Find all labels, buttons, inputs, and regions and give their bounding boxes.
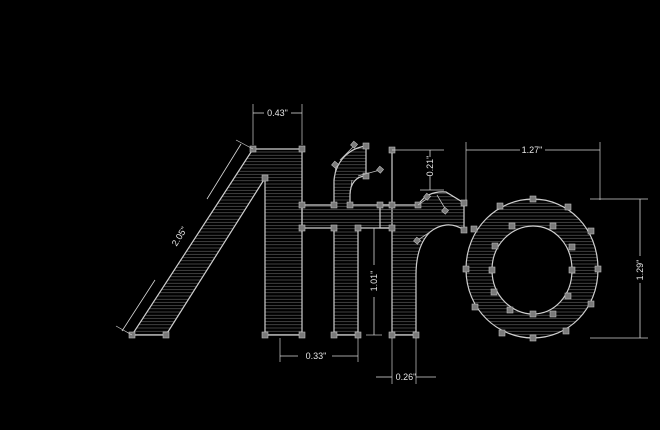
letter-a-glyph[interactable]	[130, 148, 303, 336]
anchor-node[interactable]	[298, 224, 306, 232]
dimension-r-stem-width: 0.26"	[376, 338, 436, 384]
anchor-node[interactable]	[462, 265, 470, 273]
anchor-node[interactable]	[460, 199, 468, 207]
anchor-node[interactable]	[498, 329, 506, 337]
anchor-node[interactable]	[490, 288, 498, 296]
anchor-node[interactable]	[594, 265, 602, 273]
dimension-label: 1.01"	[369, 271, 379, 292]
anchor-node[interactable]	[508, 222, 516, 230]
anchor-node[interactable]	[587, 227, 595, 235]
dimension-a-stroke-width: 0.43"	[252, 104, 303, 145]
dimension-label: 0.26"	[396, 372, 417, 382]
anchor-node[interactable]	[471, 303, 479, 311]
anchor-node[interactable]	[529, 334, 537, 342]
dimension-label: 0.21"	[425, 156, 435, 177]
anchor-node[interactable]	[587, 300, 595, 308]
anchor-node[interactable]	[261, 174, 269, 182]
dimension-f-stem-height: 1.01"	[366, 227, 382, 336]
anchor-node[interactable]	[330, 224, 338, 232]
bezier-handles[interactable]	[331, 140, 450, 245]
anchor-node[interactable]	[162, 331, 170, 339]
anchor-node[interactable]	[298, 201, 306, 209]
anchor-node[interactable]	[529, 310, 537, 318]
anchor-node[interactable]	[470, 225, 478, 233]
anchor-node[interactable]	[564, 292, 572, 300]
anchor-node[interactable]	[330, 331, 338, 339]
anchor-node[interactable]	[354, 331, 362, 339]
anchor-node[interactable]	[412, 331, 420, 339]
dimension-label: 1.27"	[522, 145, 543, 155]
dimension-label: 2.05"	[170, 225, 189, 248]
anchor-node[interactable]	[261, 331, 269, 339]
anchor-node[interactable]	[549, 310, 557, 318]
anchor-node[interactable]	[388, 201, 396, 209]
dimension-o-height: 1.29"	[590, 198, 648, 339]
letter-f-glyph[interactable]	[301, 145, 393, 336]
dimension-f-stem-width: 0.33"	[279, 338, 359, 362]
dimension-o-width: 1.27"	[465, 142, 601, 200]
anchor-node[interactable]	[568, 266, 576, 274]
letter-r-glyph[interactable]	[379, 150, 465, 336]
anchor-node[interactable]	[388, 331, 396, 339]
anchor-node[interactable]	[460, 226, 468, 234]
anchor-node[interactable]	[529, 195, 537, 203]
anchor-node[interactable]	[506, 306, 514, 314]
anchor-node[interactable]	[562, 327, 570, 335]
dimension-label: 0.33"	[306, 351, 327, 361]
anchor-node[interactable]	[488, 266, 496, 274]
anchor-node[interactable]	[362, 172, 370, 180]
anchor-node[interactable]	[568, 243, 576, 251]
dimension-label: 0.43"	[267, 108, 288, 118]
anchor-node[interactable]	[354, 224, 362, 232]
anchor-node[interactable]	[346, 201, 354, 209]
anchor-node[interactable]	[298, 331, 306, 339]
anchor-node[interactable]	[388, 224, 396, 232]
dimension-label: 1.29"	[635, 260, 645, 281]
anchor-nodes[interactable]	[128, 142, 602, 342]
anchor-node[interactable]	[376, 201, 384, 209]
anchor-node[interactable]	[330, 201, 338, 209]
dimension-f-crossbar-gap: 0.21"	[392, 149, 444, 191]
anchor-node[interactable]	[491, 242, 499, 250]
anchor-node[interactable]	[549, 222, 557, 230]
anchor-node[interactable]	[298, 145, 306, 153]
anchor-node[interactable]	[496, 202, 504, 210]
anchor-node[interactable]	[564, 203, 572, 211]
anchor-node[interactable]	[362, 142, 370, 150]
